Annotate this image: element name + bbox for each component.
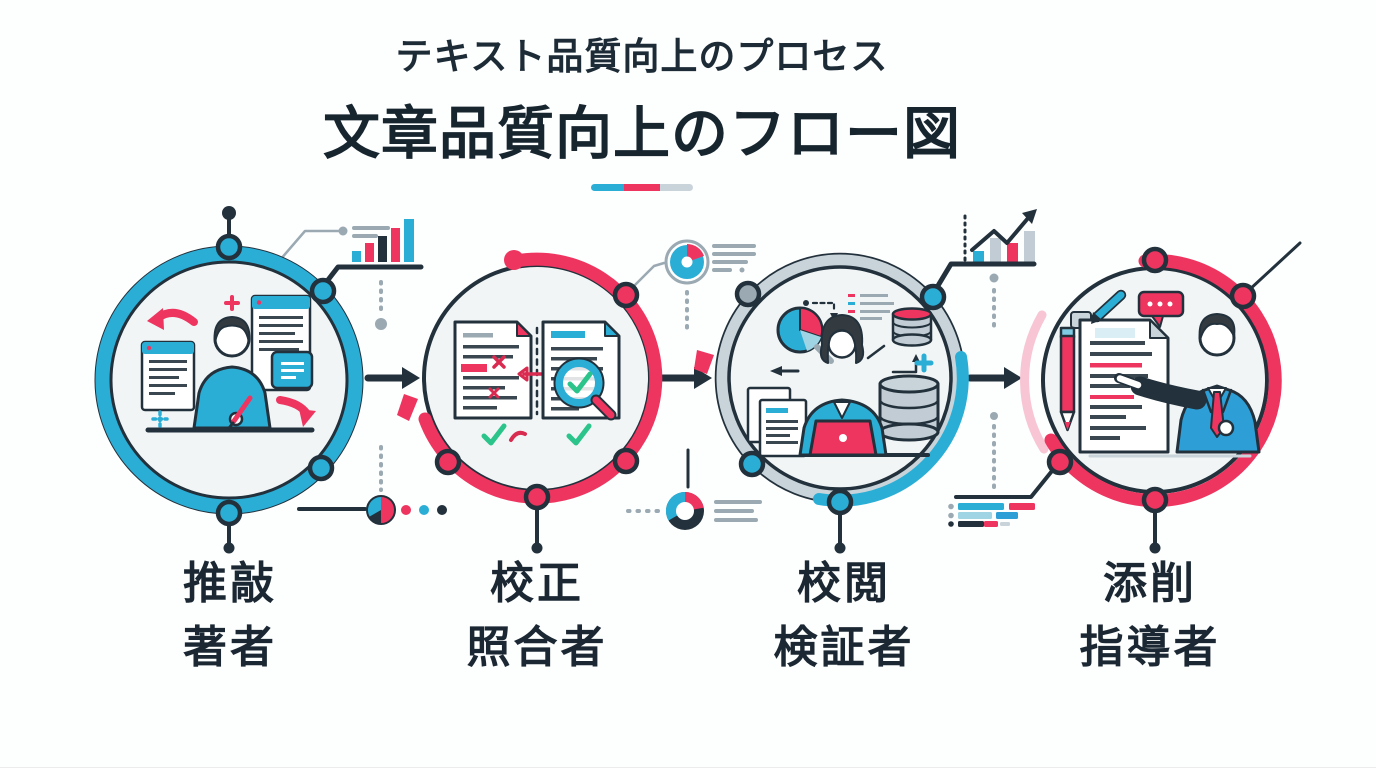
step-3-circle — [714, 252, 969, 554]
step-4-action: 添削 — [1103, 558, 1197, 609]
step-1-circle — [94, 206, 364, 554]
blue-pencil-icon — [1091, 289, 1127, 324]
error-x-icon — [488, 355, 506, 399]
segmented-donut-chart-icon — [626, 448, 762, 530]
instructor-person — [1114, 313, 1261, 454]
pie-with-dots-icon — [297, 495, 447, 525]
verifier-person — [798, 314, 888, 457]
pink-wedge-accent — [694, 350, 714, 374]
trend-line-chart-icon — [933, 209, 1037, 490]
instructor-feedback-illustration — [1059, 289, 1261, 458]
step-1-action: 推敲 — [183, 558, 277, 609]
database-small-icon — [891, 307, 933, 347]
redo-arrow-icon — [276, 396, 316, 427]
magnifier-check-icon — [553, 357, 617, 421]
step-2-action: 校正 — [490, 558, 584, 609]
step-1-role: 著者 — [183, 622, 277, 673]
step-3-label: 校閲 検証者 — [774, 552, 915, 680]
dotted-drop-line-icon — [375, 280, 387, 492]
light-pink-crescent — [1020, 310, 1049, 454]
title-accent-bar — [591, 184, 693, 191]
step-4-role: 指導者 — [1079, 622, 1221, 673]
flow-arrow-1 — [364, 367, 420, 421]
plus-mark-icon — [224, 295, 240, 311]
red-pencil-icon — [1059, 326, 1076, 432]
donut-chart-icon — [628, 239, 756, 332]
author-writing-illustration — [140, 294, 316, 433]
header: テキスト品質向上のプロセス 文章品質向上のフロー図 — [323, 26, 961, 191]
step-3-ring-nodes — [734, 280, 947, 554]
step-2-circle — [418, 250, 663, 554]
bullet-list-icon — [848, 294, 894, 320]
gantt-bars-icon — [948, 464, 1058, 527]
check-marks-icon — [481, 423, 592, 446]
step-3-action: 校閲 — [797, 558, 891, 609]
step-2-label: 校正 照合者 — [467, 552, 608, 680]
flow-arrow-3 — [966, 310, 1049, 454]
page-subtitle: テキスト品質向上のプロセス — [395, 35, 889, 78]
author-person — [192, 316, 272, 430]
pink-wedge-accent — [397, 394, 418, 421]
cyan-plus-icon — [914, 353, 934, 373]
step-3-role: 検証者 — [773, 622, 915, 673]
step-2-ring-nodes — [434, 281, 640, 554]
verifier-at-laptop-illustration — [746, 294, 940, 458]
undo-arrow-icon — [147, 308, 198, 330]
left-arrow-icon — [770, 366, 800, 376]
database-large-icon — [878, 374, 940, 442]
page-title: 文章品質向上のフロー図 — [323, 101, 961, 167]
pen-icon — [231, 395, 253, 424]
step-1-label: 推敲 著者 — [183, 552, 277, 680]
step-4-label: 添削 指導者 — [1080, 552, 1221, 680]
flow-arrow-2 — [656, 350, 714, 389]
sparkle-icon — [151, 410, 169, 428]
step-4-circle — [1041, 241, 1302, 554]
step-4-ring-nodes — [1046, 241, 1302, 554]
step-2-role: 照合者 — [466, 622, 608, 673]
step-1-ring-nodes — [215, 206, 337, 554]
speech-bubble-icon — [1137, 290, 1185, 328]
document-comparison-illustration — [453, 320, 621, 446]
document-stack-icon — [746, 386, 808, 458]
pointing-hand — [1116, 375, 1142, 389]
